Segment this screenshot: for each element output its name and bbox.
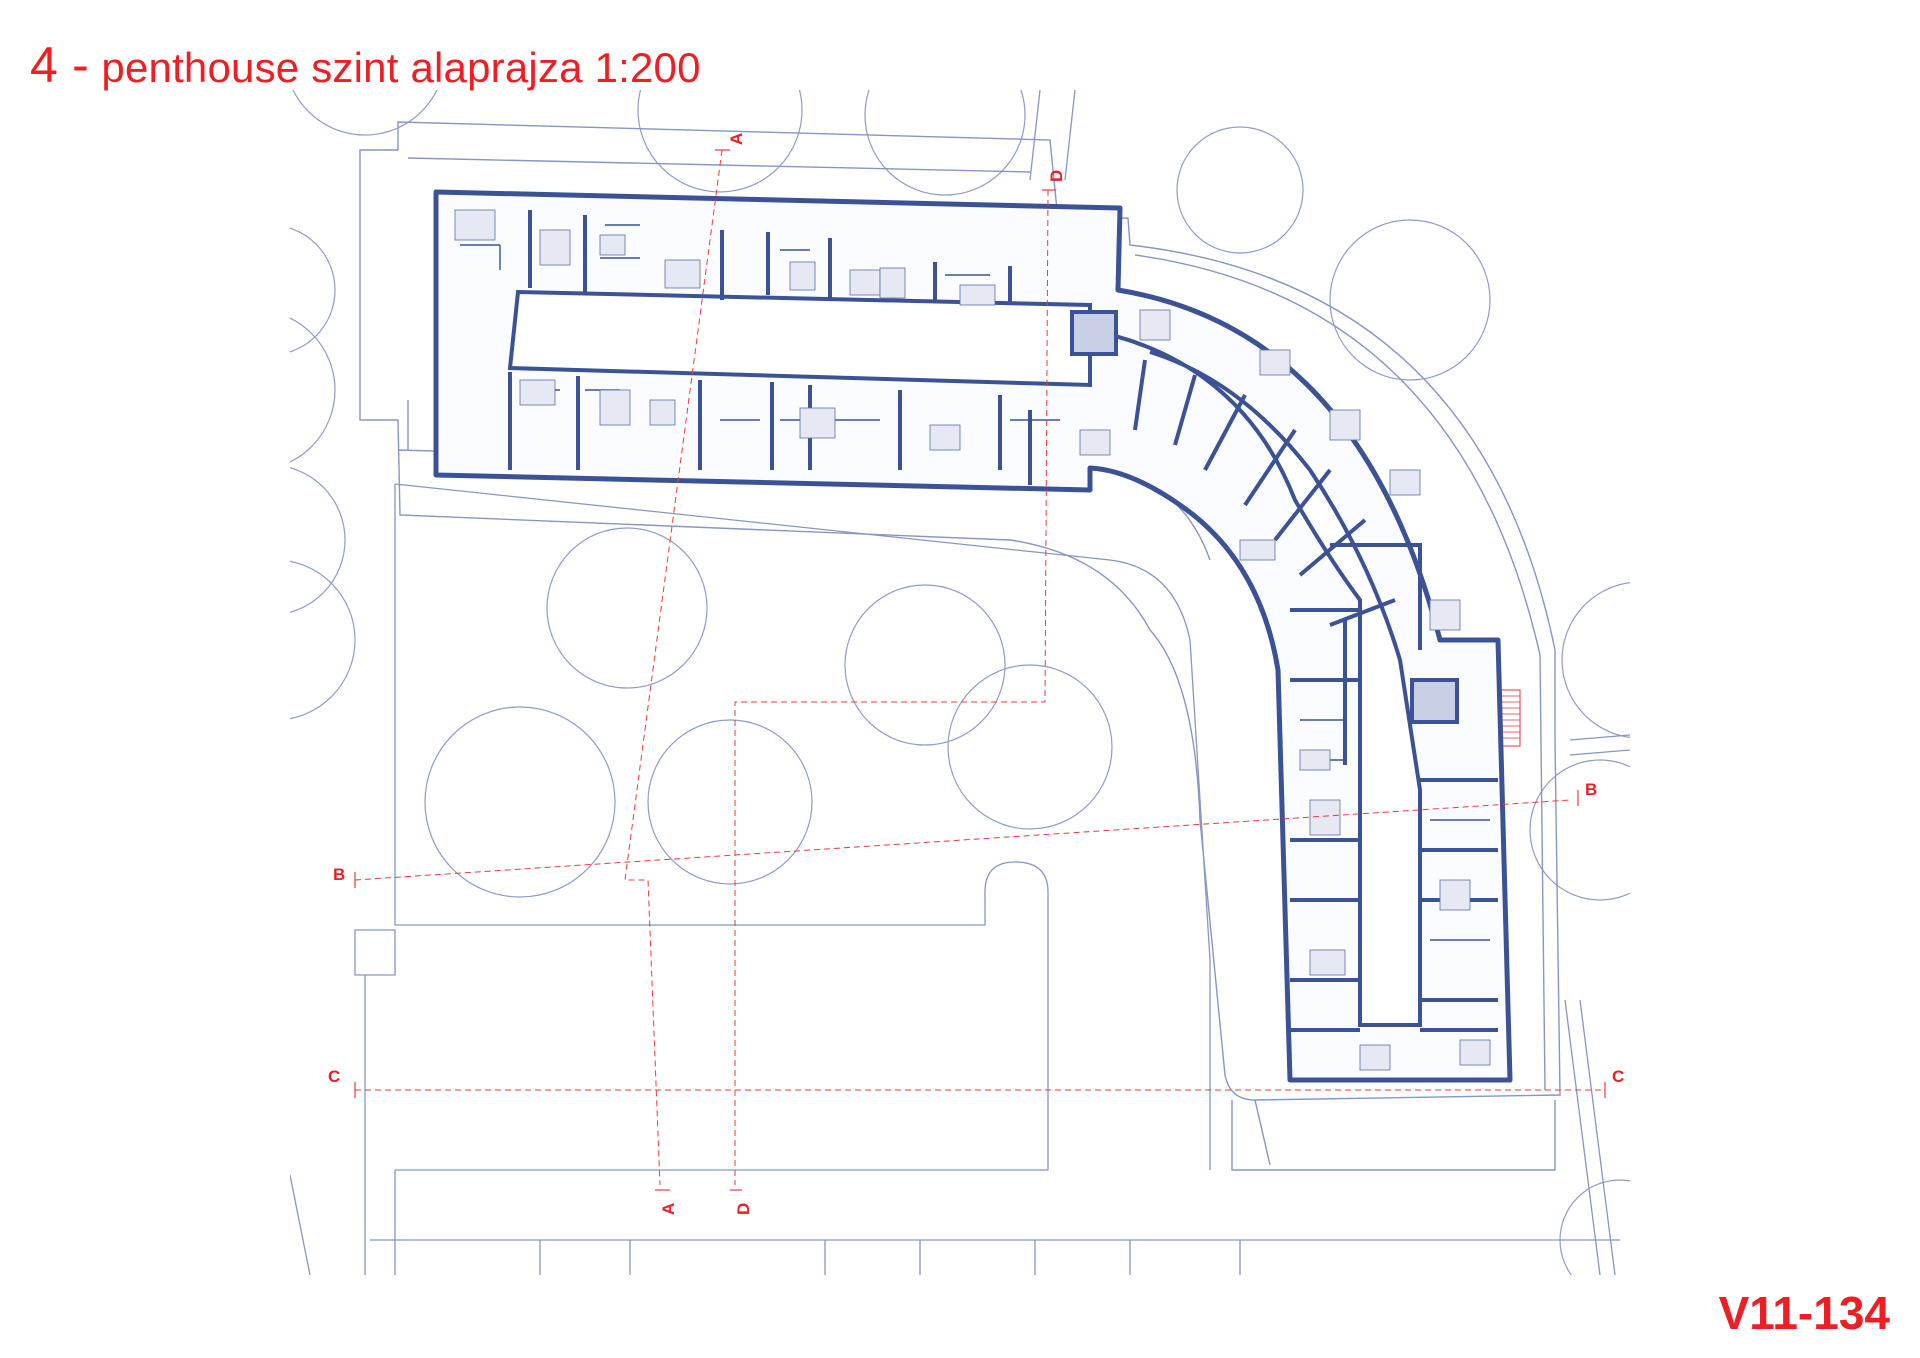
corridors (507, 289, 1422, 1027)
section-lines (354, 149, 1605, 1186)
tree-canopy (546, 527, 708, 689)
tree-canopy (637, 90, 803, 193)
tree-canopy (947, 664, 1113, 830)
section-b-right-label: B (1585, 780, 1597, 799)
tree-canopy (647, 719, 813, 885)
section-c-left-label: C (328, 1067, 340, 1086)
tree-canopy (864, 90, 1026, 196)
section-d-top-label: D (1047, 170, 1066, 182)
tree-canopy (1561, 582, 1630, 738)
elevator-cores (1070, 310, 1459, 724)
site-outlines (290, 90, 1630, 1275)
tree-canopy (844, 584, 1006, 746)
section-b-left-label: B (333, 865, 345, 884)
tree-canopy (290, 560, 356, 720)
section-c-right-label: C (1612, 1067, 1624, 1086)
tree-canopy (1176, 126, 1304, 254)
section-d-bottom-label: D (734, 1203, 753, 1215)
tree-canopy (290, 467, 346, 613)
sheet-code: V11-134 (1718, 1287, 1890, 1339)
tree-canopies (290, 90, 1630, 1275)
room-walls (508, 210, 1498, 1032)
tree-canopy (1529, 759, 1630, 901)
section-a-top-label: A (727, 133, 746, 145)
furniture (454, 209, 1491, 1071)
tree-canopy (1329, 219, 1491, 381)
section-a-bottom-label: A (659, 1203, 678, 1215)
sheet-title-number: 4 - (30, 37, 89, 93)
tree-canopy (292, 90, 438, 136)
sheet-title: 4 - penthouse szint alaprajza 1:200 (30, 36, 701, 94)
sheet-title-text: penthouse szint alaprajza 1:200 (101, 44, 701, 91)
section-end-marks (354, 149, 1606, 1191)
site-context (290, 90, 1630, 1275)
tree-canopy (424, 706, 616, 898)
tree-canopy (290, 227, 336, 353)
tree-canopy (290, 317, 336, 463)
